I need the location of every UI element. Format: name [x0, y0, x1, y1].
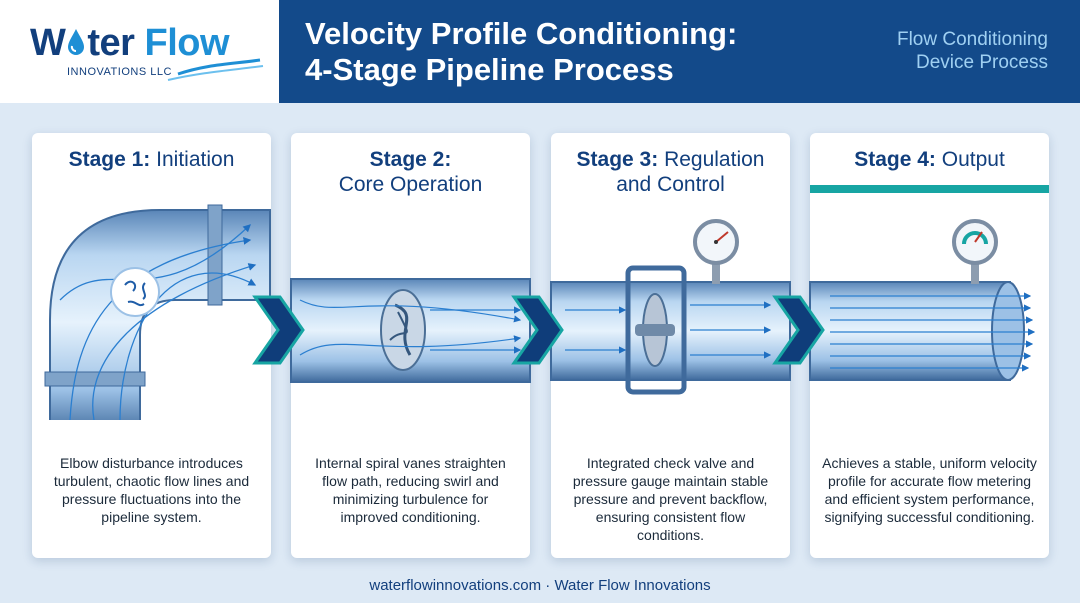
wave-icon [167, 58, 264, 81]
stage-accent-bar [810, 185, 1049, 193]
stage-card-1: Stage 1: Initiation Elbow disturbance in… [32, 133, 271, 558]
stage-number: Stage 1: [68, 148, 151, 171]
stage-name: Output [941, 148, 1005, 171]
water-drop-icon [65, 22, 87, 64]
stage-name: Regulation and Control [616, 148, 765, 196]
stage-title: Stage 2:Core Operation [291, 147, 530, 197]
stage-card-3: Stage 3: Regulation and Control Integrat… [551, 133, 790, 558]
stage-title: Stage 1: Initiation [32, 147, 271, 172]
stage-description: Internal spiral vanes straighten flow pa… [315, 455, 506, 525]
subtitle-line-1: Flow Conditioning [896, 29, 1048, 50]
stage-card-2: Stage 2:Core Operation Internal spiral v… [291, 133, 530, 558]
stage-card-4: Stage 4: Output Achieves a stable, unifo… [810, 133, 1049, 558]
footer[interactable]: waterflowinnovations.com · Water Flow In… [369, 577, 711, 594]
stage-description: Elbow disturbance introduces turbulent, … [53, 455, 250, 525]
stage-name: Core Operation [338, 173, 483, 196]
stage-number: Stage 2: [369, 148, 452, 171]
title-line-2: 4-Stage Pipeline Process [305, 52, 674, 87]
stage-name: Initiation [156, 148, 235, 171]
brand-subtitle: INNOVATIONS LLC [67, 66, 172, 78]
title-line-1: Velocity Profile Conditioning: [305, 16, 738, 51]
subtitle-line-2: Device Process [916, 52, 1048, 73]
stage-title: Stage 4: Output [810, 147, 1049, 172]
page-title: Velocity Profile Conditioning: 4-Stage P… [305, 16, 825, 88]
page-subtitle: Flow Conditioning Device Process [848, 28, 1048, 74]
brand-word-flow: Flow [144, 22, 230, 64]
title-banner [279, 0, 1080, 103]
stage-description: Achieves a stable, uniform velocity prof… [822, 455, 1037, 525]
brand-letter-w: W [30, 22, 66, 64]
stage-title: Stage 3: Regulation and Control [551, 147, 790, 197]
stage-description: Integrated check valve and pressure gaug… [572, 455, 769, 543]
brand-word-water: ter [87, 22, 135, 64]
stage-number: Stage 4: [854, 148, 936, 171]
stage-number: Stage 3: [576, 148, 659, 171]
